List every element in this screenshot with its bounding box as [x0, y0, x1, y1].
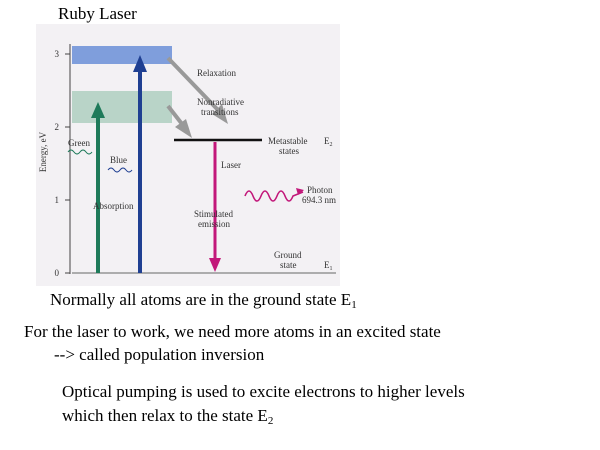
relax-note: which then relax to the state E2	[62, 406, 274, 427]
population-inversion-note: --> called population inversion	[54, 345, 265, 364]
relaxation-arrow-lower	[166, 104, 184, 126]
tick-label-3: 3	[55, 49, 60, 59]
optical-pumping-note: Optical pumping is used to excite electr…	[62, 382, 465, 401]
label-photon: Photon	[307, 185, 333, 195]
relax-subscript: 2	[267, 415, 274, 427]
axis-label-energy: Energy, eV	[38, 131, 48, 172]
label-state: state	[280, 260, 297, 270]
label-relaxation: Relaxation	[197, 68, 236, 78]
relax-text: which then relax to the state E	[62, 406, 268, 425]
ground-state-note: Normally all atoms are in the ground sta…	[50, 290, 357, 311]
relaxation-arrow-lower-head	[175, 119, 192, 138]
blue-arrow-head	[133, 55, 147, 72]
tick-label-1: 1	[55, 195, 60, 205]
label-e1: E1	[324, 260, 333, 272]
label-ground: Ground	[274, 250, 302, 260]
slide-title: Ruby Laser	[58, 4, 137, 23]
label-e2: E2	[324, 136, 333, 148]
label-nonradiative: Nonradiative	[197, 97, 244, 107]
label-stimulated: Stimulated	[194, 209, 233, 219]
photon-wave-head	[296, 188, 304, 195]
green-arrow-head	[91, 102, 105, 118]
label-absorption: Absorption	[93, 201, 134, 211]
tick-label-2: 2	[55, 122, 60, 132]
label-transitions: transitions	[201, 107, 239, 117]
label-green: Green	[68, 138, 90, 148]
photon-wave	[244, 190, 304, 202]
label-wavelength: 694.3 nm	[302, 195, 336, 205]
ground-state-text: Normally all atoms are in the ground sta…	[50, 290, 352, 309]
laser-arrow-head	[209, 258, 221, 272]
blue-light-wave	[107, 167, 133, 173]
label-metastable: Metastable	[268, 136, 308, 146]
ruby-laser-energy-diagram: 3 2 1 0 Energy, eV Relaxation Nonradiati…	[36, 24, 340, 286]
upper-absorption-band	[72, 46, 172, 64]
excited-state-note: For the laser to work, we need more atom…	[24, 322, 441, 341]
label-blue: Blue	[110, 155, 127, 165]
label-laser: Laser	[221, 160, 241, 170]
green-light-wave	[67, 149, 93, 155]
relaxation-arrow-upper-head	[212, 104, 228, 124]
ground-state-subscript: 1	[351, 299, 357, 311]
lower-absorption-band	[72, 91, 172, 123]
tick-label-0: 0	[55, 268, 60, 278]
relaxation-arrow-upper	[166, 56, 220, 112]
label-emission: emission	[198, 219, 231, 229]
diagram-panel	[36, 24, 340, 286]
label-states: states	[279, 146, 299, 156]
